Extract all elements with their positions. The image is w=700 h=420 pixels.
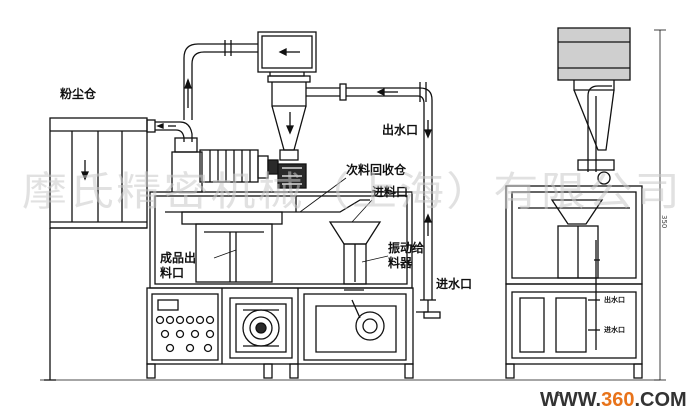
- site-suffix: .COM: [634, 389, 686, 411]
- leader-lines: [213, 177, 389, 263]
- label-feed-inlet: 进料口: [372, 184, 408, 199]
- site-number: 360: [601, 389, 634, 411]
- site-watermark: WWW.360.COM: [540, 389, 687, 411]
- dimension-label: 350: [660, 215, 668, 228]
- water-pipe: [346, 82, 441, 319]
- dust-duct: [146, 119, 193, 142]
- top-duct: [183, 31, 317, 120]
- label-water-outlet-side: 出水口: [604, 295, 625, 304]
- site-prefix: WWW.: [540, 389, 601, 411]
- main-frame: [149, 191, 413, 289]
- label-dust-bin: 粉尘仓: [60, 86, 97, 101]
- cyclone: [267, 75, 347, 161]
- label-product-outlet-line1: 成品出: [160, 250, 196, 265]
- label-vibrating-feeder-line1: 振动给: [388, 240, 424, 255]
- overlay-mark: 1: [556, 390, 560, 398]
- label-water-outlet-main: 出水口: [382, 122, 418, 137]
- label-water-inlet-side: 进水口: [604, 325, 625, 334]
- label-recycle-bin: 次料回收仓: [346, 162, 407, 177]
- company-watermark: 摩氏精密机械（上海）有限公司: [22, 169, 682, 215]
- side-view: [505, 27, 666, 381]
- dust-bin: [44, 117, 148, 381]
- label-vibrating-feeder-line2: 料器: [388, 255, 413, 270]
- label-product-outlet-line2: 料口: [160, 265, 184, 280]
- label-water-inlet-main: 进水口: [436, 276, 472, 291]
- lower-cabinet: [146, 287, 414, 379]
